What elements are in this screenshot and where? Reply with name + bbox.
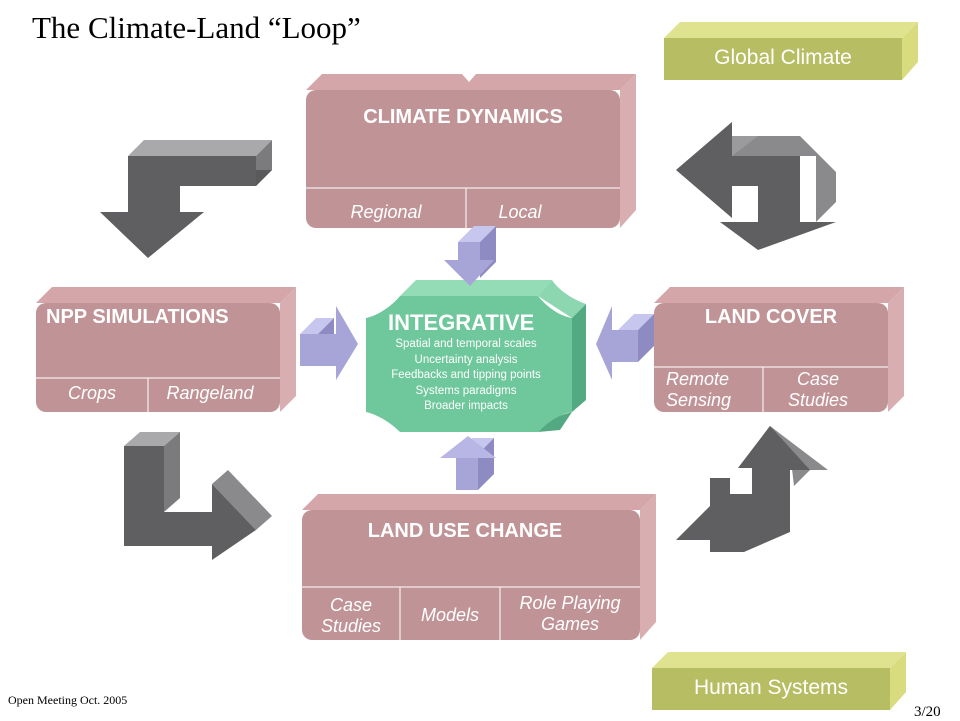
integrative-list: Spatial and temporal scales Uncertainty … [366, 337, 566, 415]
arrow-npp-to-center [300, 306, 358, 380]
npp-simulations-box [36, 287, 296, 412]
climate-dynamics-title: CLIMATE DYNAMICS [363, 106, 563, 128]
arrow-center-to-landuse [440, 436, 496, 490]
climate-cell-local: Local [498, 202, 542, 222]
land-cover-title: LAND COVER [704, 306, 838, 328]
landcover-cell-case-studies: Case Studies [763, 369, 873, 411]
arrow-npp-to-landuse [124, 432, 272, 560]
integrative-item: Broader impacts [424, 400, 508, 412]
remote-sensing-line-1: Remote [666, 369, 730, 389]
landuse-cell-role-playing: Role Playing Games [500, 593, 640, 635]
integrative-item: Systems paradigms [415, 384, 517, 397]
arrow-landcover-to-center [596, 306, 654, 380]
landuse-case-line-2: Studies [320, 616, 382, 636]
integrative-title: INTEGRATIVE [388, 310, 535, 335]
footer-text: Open Meeting Oct. 2005 [8, 693, 128, 707]
climate-cell-regional: Regional [350, 202, 422, 222]
landuse-case-line-1: Case [329, 595, 373, 615]
case-studies-line-1: Case [796, 369, 840, 389]
integrative-item: Feedbacks and tipping points [391, 369, 541, 381]
landuse-cell-models: Models [420, 605, 480, 625]
integrative-item: Uncertainty analysis [414, 353, 518, 366]
integrative-item: Spatial and temporal scales [395, 338, 537, 350]
landcover-cell-remote-sensing: Remote Sensing [666, 369, 756, 411]
arrow-climate-to-npp [100, 140, 272, 258]
slide-title: The Climate-Land “Loop” [32, 10, 361, 45]
arrow-landcover-to-climate [676, 122, 836, 250]
human-systems-label: Human Systems [693, 676, 849, 699]
land-cover-box [654, 287, 904, 412]
npp-cell-rangeland: Rangeland [166, 383, 254, 403]
integrative-shape [366, 280, 586, 432]
global-climate-label: Global Climate [714, 46, 852, 69]
global-climate-tag-shape [664, 22, 918, 80]
remote-sensing-line-2: Sensing [666, 390, 732, 410]
arrow-landuse-to-landcover [676, 426, 828, 552]
landuse-cell-case-studies: Case Studies [302, 595, 400, 637]
page-number: 3/20 [914, 704, 941, 720]
climate-dynamics-box [306, 74, 636, 228]
npp-simulations-title: NPP SIMULATIONS [46, 306, 229, 328]
land-use-change-title: LAND USE CHANGE [367, 520, 563, 542]
arrow-climate-to-center [444, 226, 496, 286]
role-playing-line-2: Games [540, 614, 600, 634]
human-systems-tag-shape [652, 652, 906, 710]
npp-cell-crops: Crops [67, 383, 116, 403]
case-studies-line-2: Studies [787, 390, 849, 410]
role-playing-line-1: Role Playing [519, 593, 621, 613]
land-use-change-box [302, 494, 656, 640]
